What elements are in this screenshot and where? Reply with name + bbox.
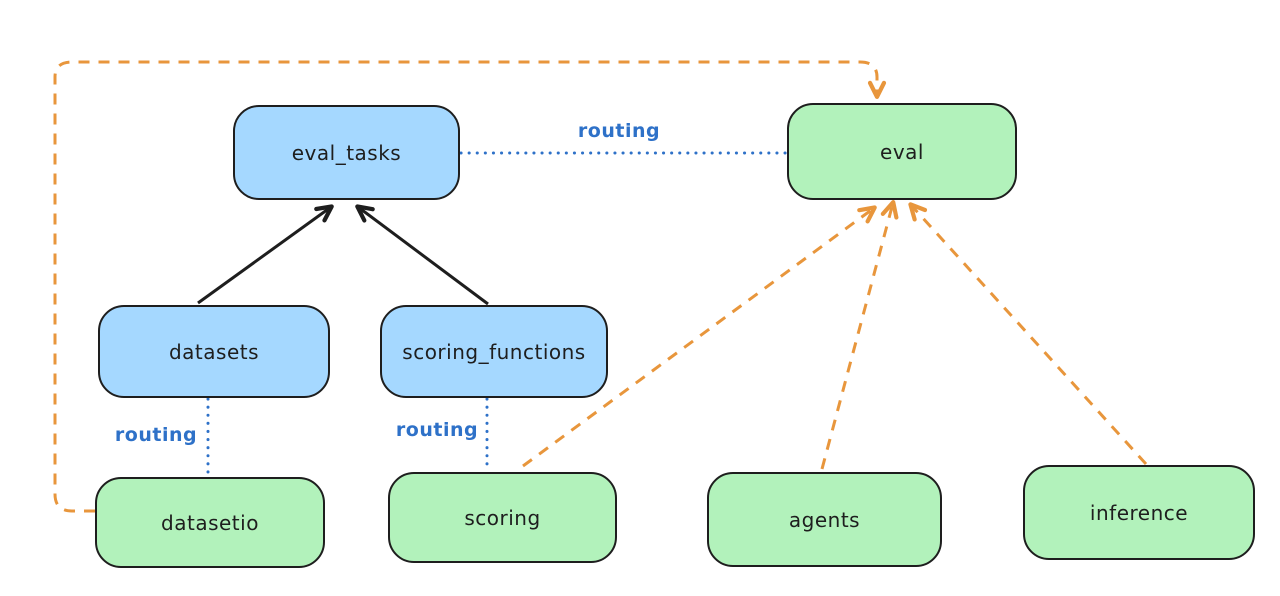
node-datasetio: datasetio [95,477,325,568]
node-eval: eval [787,103,1017,200]
node-eval-label: eval [880,139,924,164]
edge-inference-to-eval [908,202,1148,466]
node-scoring_functions-label: scoring_functions [402,339,586,364]
node-agents-label: agents [788,507,861,532]
node-eval_tasks: eval_tasks [233,105,460,200]
edge-datasets-to-eval_tasks [197,204,334,305]
node-agents: agents [707,472,942,567]
node-scoring: scoring [388,472,617,563]
node-scoring_functions: scoring_functions [380,305,608,398]
node-datasetio-label: datasetio [161,510,259,535]
edge-scoring_functions-to-eval_tasks [355,204,489,306]
node-inference-label: inference [1089,500,1189,525]
edge-label-routing-eval_tasks-eval: routing [577,120,661,142]
node-datasets: datasets [98,305,330,398]
edge-agents-to-eval [820,200,899,470]
edge-label-routing-scoring_functions-scoring: routing [395,419,479,441]
node-eval_tasks-label: eval_tasks [291,140,402,165]
edge-scoring-to-eval [522,205,877,468]
edge-label-routing-datasets-datasetio: routing [114,424,198,446]
node-scoring-label: scoring [464,505,541,530]
node-inference: inference [1023,465,1255,560]
node-datasets-label: datasets [168,339,260,364]
